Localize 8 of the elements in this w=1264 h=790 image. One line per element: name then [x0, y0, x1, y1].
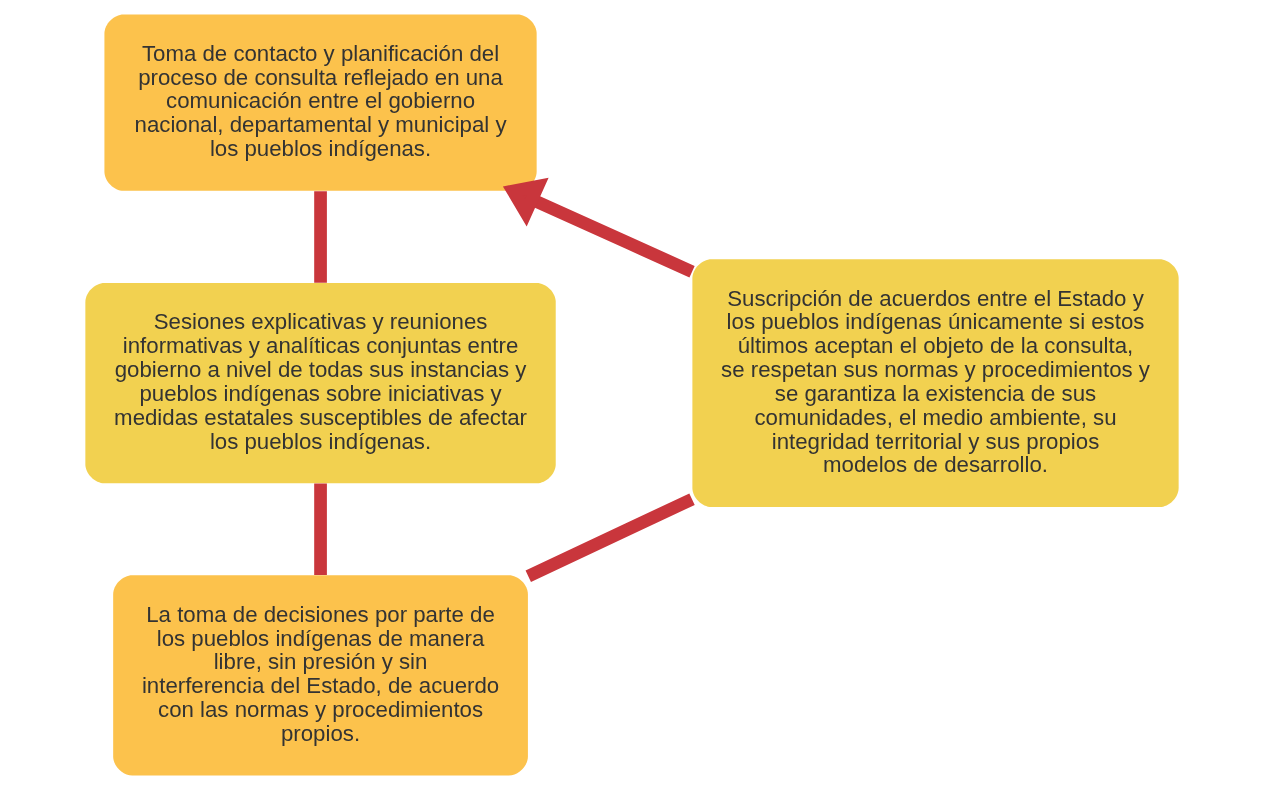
- node-box: Sesiones explicativas y reuniones informativas y analíticas conjuntas entre gobierno a nivel de todas sus instancias y pueblos indígenas sobre iniciativas y medidas estatales susceptibles de afectar los pueblos indígenas.: [85, 282, 556, 484]
- node-box: La toma de decisiones por parte de los pueblos indígenas de manera libre, sin presión y sin interferencia del Estado, de acuerdo con las normas y procedimientos propios.: [113, 575, 528, 776]
- node-box: Suscripción de acuerdos entre el Estado y los pueblos indígenas únicamente si estos últimos aceptan el objeto de la consulta, se respetan sus normas y procedimientos y se garantiza la existencia de sus comunidades, el medio ambiente, su integridad territorial y sus propios modelos de desarrollo.: [692, 259, 1179, 508]
- connector: [525, 493, 695, 582]
- connector: [314, 483, 327, 576]
- connector: [314, 191, 327, 283]
- node-box: Toma de contacto y planificación del proceso de consulta reflejado en una comunicación entre el gobierno nacional, departamental y municipal y los pueblos indígenas.: [104, 14, 537, 191]
- arrow: [502, 177, 695, 278]
